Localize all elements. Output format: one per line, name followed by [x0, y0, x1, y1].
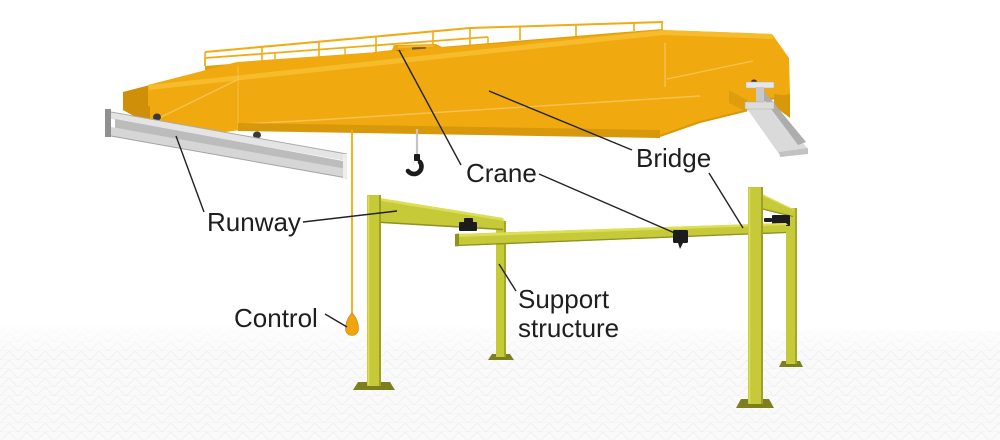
overhead-crane — [123, 21, 791, 139]
girder-facet-lines — [152, 43, 754, 128]
left-support-rail — [366, 196, 505, 231]
label-crane: Crane — [466, 158, 537, 188]
bridge-railing — [204, 21, 664, 66]
right-end-truck — [729, 90, 790, 118]
leader-runway-rail — [302, 210, 398, 223]
leader-runway-beam — [175, 135, 205, 213]
leader-crane-lower — [538, 173, 678, 235]
pendant-body — [345, 312, 359, 336]
hook-shank — [414, 154, 420, 161]
leader-lines — [175, 49, 744, 328]
left-runway-beam — [105, 109, 348, 179]
label-runway: Runway — [207, 207, 301, 237]
bridge-girder — [148, 30, 790, 136]
beam-far-end — [343, 154, 347, 178]
girder-underside — [238, 123, 660, 138]
leader-crane-upper — [398, 49, 462, 166]
leader-bridge-upper — [488, 90, 633, 151]
lower-bridge-beam — [455, 223, 788, 247]
girder-top-flange — [148, 30, 773, 90]
leader-control — [324, 313, 348, 328]
label-bridge: Bridge — [636, 143, 711, 173]
right-runway-beam — [744, 81, 808, 157]
leader-bridge-lower — [708, 172, 744, 229]
pendant-control — [345, 129, 359, 336]
leader-support — [498, 263, 517, 292]
labels: Runway Crane Bridge Control Support stru… — [207, 143, 711, 343]
support-structure — [353, 187, 803, 408]
hook-icon — [405, 159, 424, 177]
label-support-line1: Support — [518, 284, 610, 314]
left-rail-trolley — [459, 218, 477, 231]
front-right-post — [748, 187, 763, 404]
rear-right-post — [786, 208, 797, 364]
label-control: Control — [234, 303, 318, 333]
hook-assembly — [405, 129, 424, 177]
beam-end-cap — [105, 109, 111, 137]
front-left-post — [367, 195, 381, 386]
label-support-line2: structure — [518, 313, 619, 343]
